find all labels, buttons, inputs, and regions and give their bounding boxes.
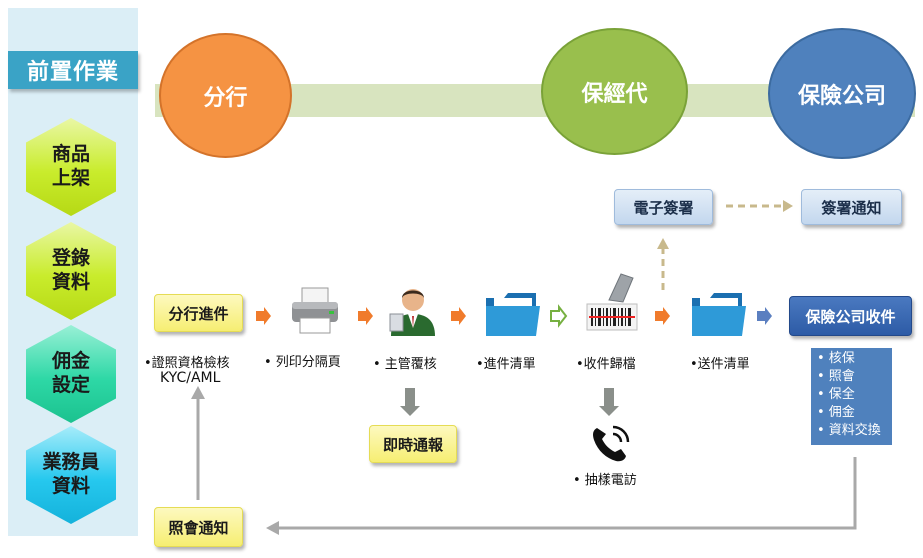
arrowhead-inquiry-to-check (191, 386, 205, 399)
task-inquiry: • 照會 (817, 369, 855, 384)
step-kyc-label: KYC/AML (160, 370, 221, 386)
prework-title: 前置作業 (8, 51, 138, 89)
blue-arrow (757, 307, 772, 325)
arrowhead-up-to-sign (657, 238, 669, 249)
orange-arrow-1 (256, 307, 271, 325)
step-id-check-label: •證照資格檢核 (144, 356, 230, 371)
orange-arrow-3 (451, 307, 466, 325)
e-signature-box[interactable]: 電子簽署 (614, 189, 713, 225)
task-commission: • 佣金 (817, 405, 855, 420)
branch-submission-box[interactable]: 分行進件 (154, 294, 243, 332)
signing-notice-box[interactable]: 簽署通知 (801, 189, 902, 225)
insurer-task-list: • 核保 • 照會 • 保全 • 佣金 • 資料交換 (811, 348, 892, 445)
gray-down-arrow-phone (599, 388, 619, 416)
party-insurer-circle: 保險公司 (768, 28, 916, 159)
step-delivery-list-label: •送件清單 (690, 357, 750, 372)
instant-report-box[interactable]: 即時通報 (369, 425, 457, 463)
orange-arrow-4 (655, 307, 670, 325)
return-path-to-inquiry (278, 457, 857, 530)
step-phone-visit-label: • 抽樣電訪 (573, 473, 637, 488)
step-print-label: • 列印分隔頁 (264, 355, 341, 370)
party-branch-circle: 分行 (159, 33, 292, 158)
inquiry-notice-box[interactable]: 照會通知 (154, 507, 243, 547)
green-arrow (550, 304, 568, 328)
delivery-folder-icon (692, 293, 746, 336)
arrowhead-return (266, 521, 279, 535)
task-underwriting: • 核保 (817, 351, 855, 366)
barcode-scanner-icon (586, 273, 638, 331)
task-policy-service: • 保全 (817, 387, 855, 402)
step-review-label: • 主管覆核 (373, 357, 437, 372)
printer-icon (292, 287, 338, 334)
arrowhead-sign-notice (783, 200, 793, 212)
step-submission-list-label: •進件清單 (476, 357, 536, 372)
phone-icon (593, 425, 630, 462)
manager-person-icon (389, 289, 435, 336)
party-broker-circle: 保經代 (541, 28, 688, 155)
task-data-exchange: • 資料交換 (817, 423, 881, 438)
gray-down-arrow-report (400, 388, 420, 416)
hex-agent-data[interactable]: 業務員 資料 (26, 426, 116, 524)
submission-folder-icon (486, 293, 540, 336)
insurer-receipt-box[interactable]: 保險公司收件 (789, 296, 912, 336)
orange-arrow-2 (358, 307, 373, 325)
hex-commission-setup[interactable]: 佣金 設定 (26, 325, 116, 423)
step-archive-label: •收件歸檔 (576, 357, 636, 372)
